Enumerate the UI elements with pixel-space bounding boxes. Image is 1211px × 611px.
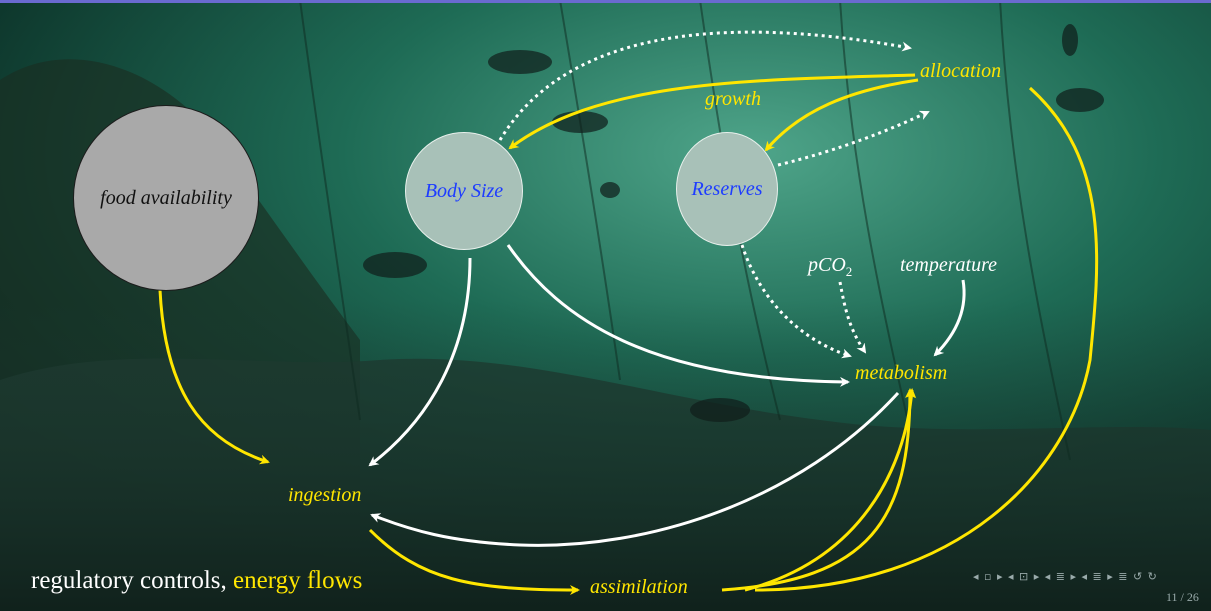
arrow-ingestion-to-assimilation (370, 530, 578, 590)
temperature-label: temperature (900, 254, 997, 277)
arrow-body-size-to-metabolism (508, 245, 848, 382)
arrow-pco2-to-metabolism-dotted (840, 282, 865, 352)
caption-highlight: energy flows (233, 567, 362, 594)
reserves-label: Reserves (691, 178, 762, 201)
metabolism-label: metabolism (855, 362, 947, 385)
pco2-label: pCO2 (808, 254, 852, 280)
arrow-assimilation-to-allocation (755, 88, 1097, 590)
arrow-allocation-to-reserves (766, 80, 918, 150)
allocation-label: allocation (920, 60, 1001, 83)
body-size-label: Body Size (425, 180, 503, 203)
arrow-food-to-ingestion (160, 290, 268, 462)
arrow-temperature-to-metabolism (935, 280, 964, 355)
reserves-node: Reserves (676, 132, 778, 246)
caption-text: regulatory controls, (31, 567, 233, 594)
navigation-controls[interactable]: ◂ ▫ ▸ ◂ ⊡ ▸ ◂ ≣ ▸ ◂ ≣ ▸ ≣ ↺ ↻ (973, 570, 1158, 583)
arrow-body-size-to-ingestion (370, 258, 470, 465)
food-availability-label: food availability (100, 187, 232, 210)
food-availability-node: food availability (73, 105, 259, 291)
ingestion-label: ingestion (288, 484, 361, 507)
slide-caption: regulatory controls, energy flows (31, 567, 362, 595)
arrow-metabolism-to-ingestion (372, 393, 898, 545)
page-number: 11 / 26 (1166, 590, 1199, 605)
body-size-node: Body Size (405, 132, 523, 250)
assimilation-label: assimilation (590, 576, 688, 599)
growth-label: growth (705, 88, 761, 111)
